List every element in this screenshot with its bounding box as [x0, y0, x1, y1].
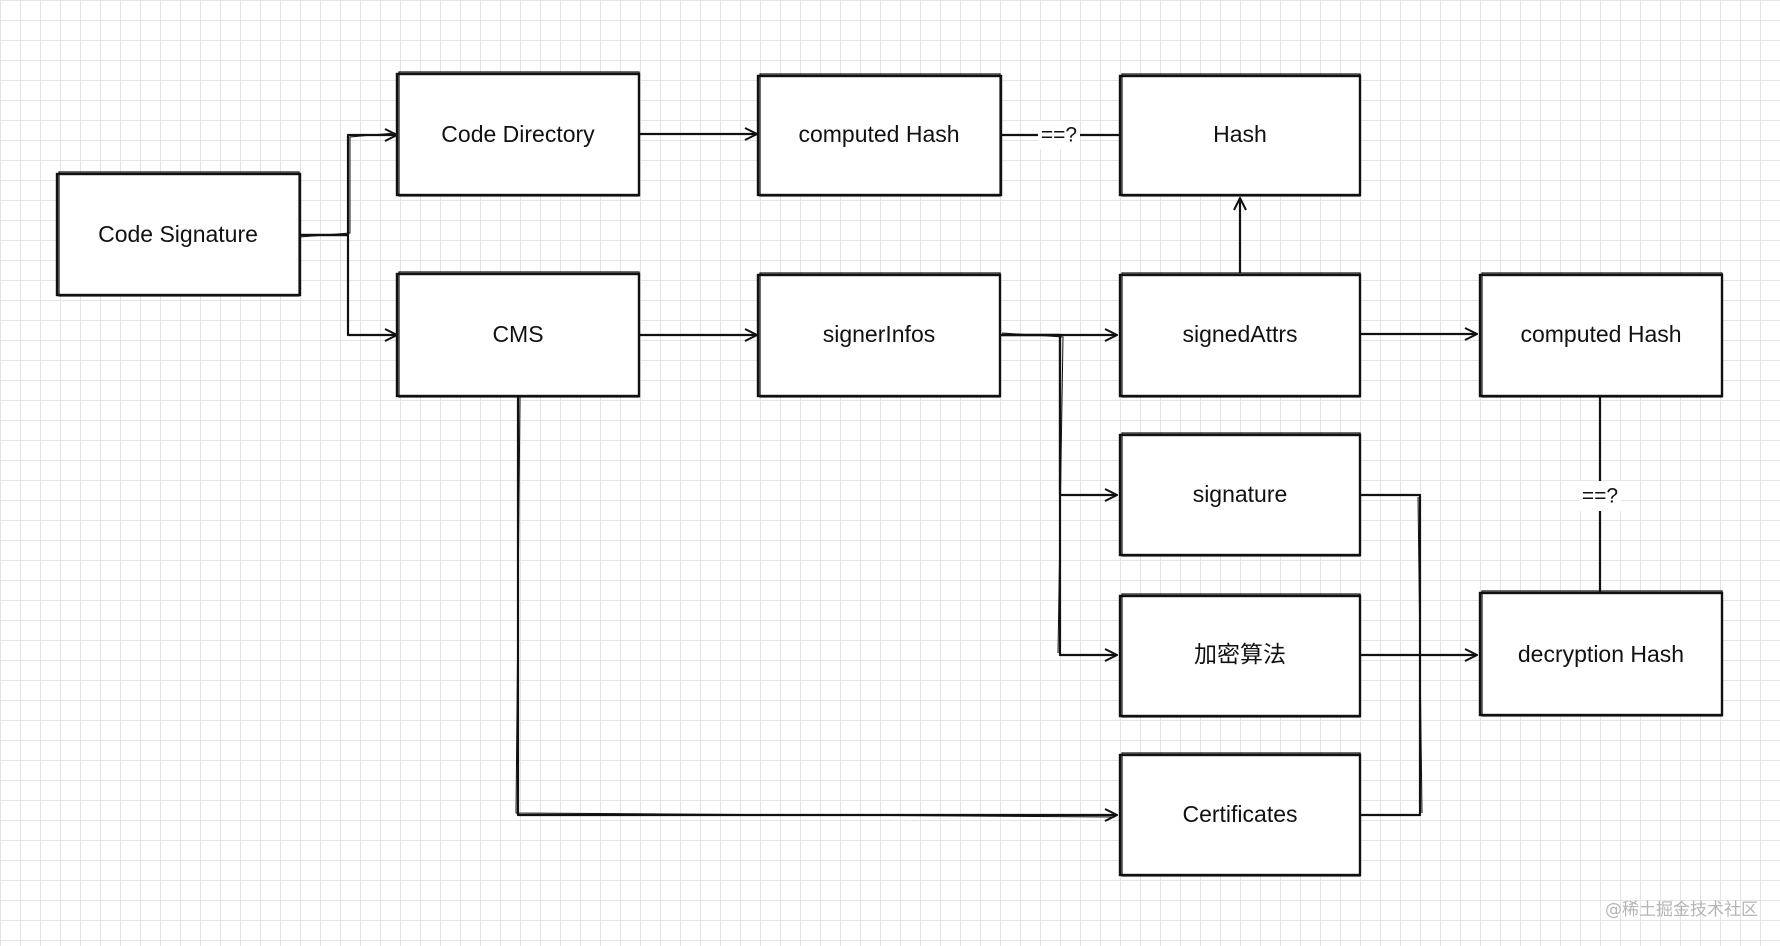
edge-signature-to-decryption-hash — [1360, 493, 1422, 655]
edges — [299, 133, 1602, 817]
node-hash-label: Hash — [1213, 121, 1267, 147]
watermark: @稀土掘金技术社区 — [1605, 900, 1758, 920]
node-computed-hash-right: computed Hash — [1478, 272, 1724, 398]
node-signature: signature — [1118, 432, 1362, 557]
node-code-directory-label: Code Directory — [441, 121, 595, 147]
node-hash: Hash — [1118, 73, 1362, 197]
edge-label-compare-right-text: ==? — [1582, 485, 1618, 508]
node-cms-label: CMS — [492, 321, 543, 347]
node-cms: CMS — [395, 271, 641, 398]
node-computed-hash-right-label: computed Hash — [1520, 321, 1681, 347]
node-code-signature-label: Code Signature — [98, 221, 258, 247]
node-computed-hash-top-label: computed Hash — [798, 121, 959, 147]
node-code-signature: Code Signature — [55, 171, 302, 297]
node-decryption-hash-label: decryption Hash — [1518, 641, 1684, 667]
node-signed-attrs: signedAttrs — [1118, 272, 1362, 398]
node-encryption-algorithm-label: 加密算法 — [1194, 641, 1286, 667]
edge-cms-to-certificates — [516, 395, 1117, 815]
edge-label-compare-top: ==? — [1038, 121, 1080, 149]
edge-signer-infos-to-signature — [1000, 333, 1117, 495]
edge-code-signature-to-cms — [300, 233, 397, 335]
node-signer-infos: signerInfos — [756, 272, 1002, 398]
node-computed-hash-top: computed Hash — [756, 73, 1003, 197]
node-certificates: Certificates — [1118, 752, 1362, 877]
node-code-directory: Code Directory — [395, 71, 641, 197]
edge-label-compare-top-text: ==? — [1041, 124, 1077, 147]
node-signature-label: signature — [1193, 481, 1288, 507]
node-signer-infos-label: signerInfos — [823, 321, 936, 347]
node-decryption-hash: decryption Hash — [1478, 590, 1724, 717]
edge-certificates-to-decryption-hash — [1360, 655, 1422, 817]
edge-label-compare-right: ==? — [1579, 481, 1621, 511]
node-signed-attrs-label: signedAttrs — [1182, 321, 1297, 347]
node-encryption-algorithm: 加密算法 — [1118, 593, 1362, 718]
node-certificates-label: Certificates — [1182, 801, 1297, 827]
edge-code-signature-to-code-directory — [300, 135, 397, 237]
